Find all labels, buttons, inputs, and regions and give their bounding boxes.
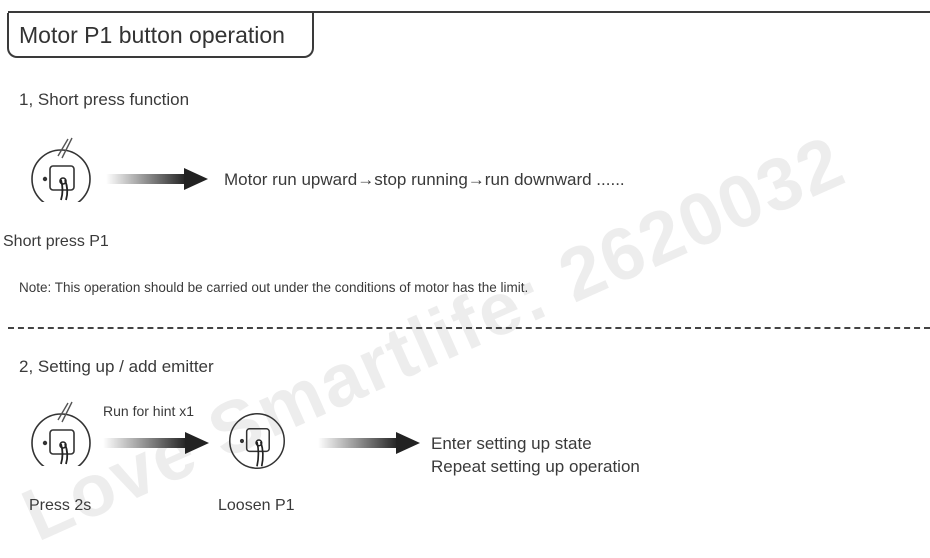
finger-release-button-icon	[229, 413, 285, 469]
header-rule	[8, 11, 930, 13]
finger-press-button-icon	[31, 137, 91, 202]
setting-result-line2: Repeat setting up operation	[431, 457, 640, 476]
press-2s-caption: Press 2s	[29, 497, 92, 514]
short-press-caption: Short press P1	[3, 233, 109, 250]
loosen-p1-caption: Loosen P1	[218, 497, 295, 514]
right-arrow-icon	[103, 432, 209, 454]
run-hint-label: Run for hint x1	[103, 403, 195, 419]
short-press-result: Motor run upward→stop running→run downwa…	[224, 170, 625, 189]
setting-result-line1: Enter setting up state	[431, 434, 592, 453]
finger-press-button-icon	[31, 401, 91, 466]
page-title: Motor P1 button operation	[7, 13, 314, 58]
limit-note: Note: This operation should be carried o…	[19, 280, 529, 295]
section2-heading: 2, Setting up / add emitter	[19, 357, 214, 376]
section1-heading: 1, Short press function	[19, 90, 190, 109]
section-divider	[8, 327, 930, 329]
right-arrow-icon	[106, 168, 208, 190]
right-arrow-icon	[318, 432, 420, 454]
